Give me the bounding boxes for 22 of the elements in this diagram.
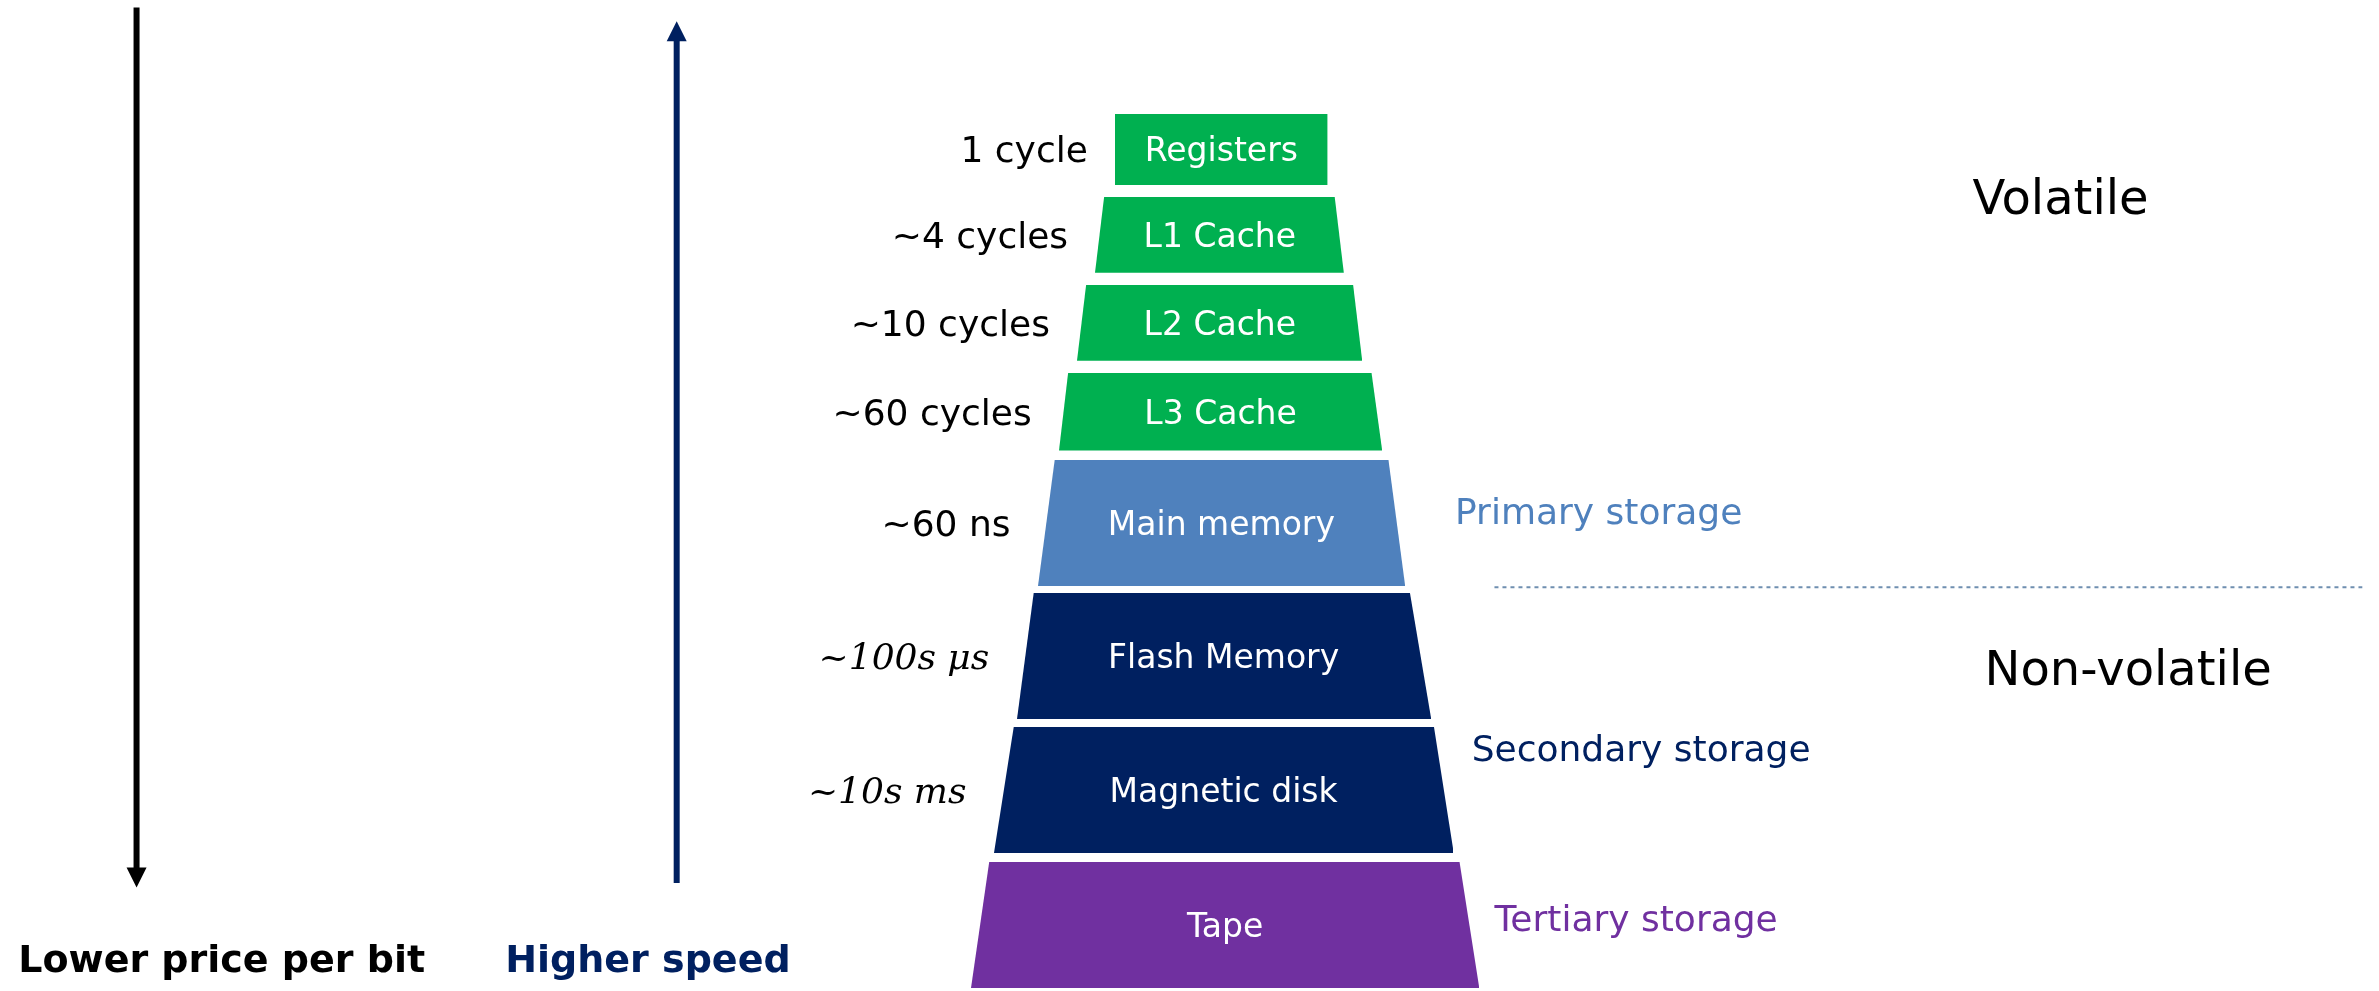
latency-label: ~100s μs xyxy=(818,635,990,677)
latency-label: ~4 cycles xyxy=(891,214,1069,256)
hierarchy-band: Tape xyxy=(971,861,1480,988)
storage-label: Tertiary storage xyxy=(1494,897,1778,939)
hierarchy-band: Flash Memory xyxy=(1016,593,1431,720)
hierarchy-band: L1 Cache xyxy=(1095,197,1345,274)
latency-label: ~60 cycles xyxy=(832,391,1032,433)
hierarchy-band: Magnetic disk xyxy=(993,726,1454,853)
latency-label: 1 cycle xyxy=(960,128,1088,170)
hierarchy-band: Main memory xyxy=(1037,459,1405,586)
latency-label: ~10 cycles xyxy=(850,302,1050,344)
category-label: Volatile xyxy=(1972,169,2149,226)
hierarchy-band: L3 Cache xyxy=(1059,373,1383,451)
latency-label: ~60 ns xyxy=(881,502,1011,544)
storage-label: Secondary storage xyxy=(1471,727,1811,769)
latency-label: ~10s ms xyxy=(807,769,967,811)
hierarchy-band: L2 Cache xyxy=(1077,285,1363,362)
hierarchy-band: Registers xyxy=(1115,113,1328,186)
axis-label: Higher speed xyxy=(505,936,791,981)
storage-label: Primary storage xyxy=(1455,490,1743,532)
axis-label: Lower price per bit xyxy=(18,936,426,981)
category-label: Non-volatile xyxy=(1984,639,2272,696)
